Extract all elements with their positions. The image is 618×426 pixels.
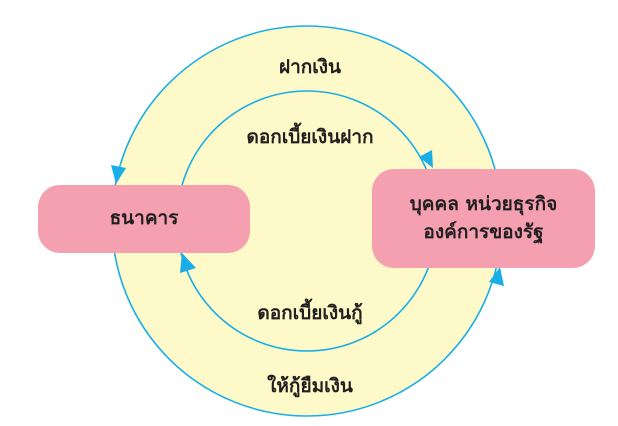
bank-node: ธนาคาร <box>38 185 250 253</box>
sectors-label-line1: บุคคล หน่วยธุรกิจ <box>409 192 558 215</box>
arrow-head-outer-right <box>489 267 504 286</box>
arrow-head-inner-left <box>180 253 196 273</box>
arrow-head-outer-left <box>111 165 126 184</box>
arrow-head-inner-right <box>419 150 433 168</box>
flow-loan-interest: ดอกเบี้ยเงินกู้ <box>257 302 363 324</box>
flow-deposit: ฝากเงิน <box>278 56 342 78</box>
flow-lending: ให้กู้ยืมเงิน <box>267 375 353 397</box>
flow-deposit-interest: ดอกเบี้ยเงินฝาก <box>246 126 374 148</box>
sectors-label-line2: องค์การของรัฐ <box>423 220 544 243</box>
sectors-node: บุคคล หน่วยธุรกิจ องค์การของรัฐ <box>372 169 595 268</box>
bank-label: ธนาคาร <box>109 207 179 230</box>
